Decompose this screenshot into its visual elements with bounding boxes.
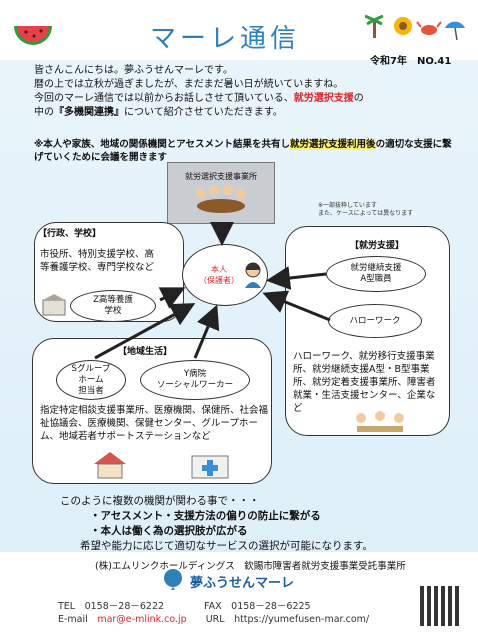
qr-code [420, 586, 460, 626]
summary-point: ・アセスメント・支援方法の偏りの防止に繋がる [90, 510, 321, 522]
local-life-list: 指定特定相談支援事業所、医療機関、保健所、社会福祉協議会、医療機関、保健センター… [40, 405, 269, 442]
summary-point: ・本人は働く為の選択肢が広がる [90, 525, 248, 537]
excerpt-note: ※一部抜粋していますまた、ケースによっては異なります [318, 202, 414, 217]
summary: このように複数の機関が関わる事で・・・ ・アセスメント・支援方法の偏りの防止に繋… [60, 494, 460, 554]
intro-text: 皆さんこんにちは。夢ふうせんマーレです。 暦の上では立秋が過ぎましたが、まだまだ… [34, 64, 454, 120]
fax-number: FAX 0158－28－6225 [204, 601, 311, 612]
local-life-tag: 【地域生活】 [118, 347, 173, 357]
brand-logo-text: 夢ふうせんマーレ [190, 576, 295, 591]
footer [0, 552, 478, 637]
meeting-people-icon [196, 185, 246, 213]
intro-line: 中の『多機関連携』について紹介させていただきます。 [34, 107, 283, 118]
meeting-notice: ※本人や家族、地域の関係機関とアセスメント結果を共有し就労選択支援利用後の適切な… [34, 139, 452, 163]
summer-icons [365, 14, 465, 40]
summary-line: 希望や能力に応じて適切なサービスの選択が可能になります。 [80, 540, 373, 552]
gov-school-list: 市役所、特別支援学校、高等養護学校、専門学校など [40, 249, 155, 273]
email-link[interactable]: mar@e-mlink.co.jp [97, 614, 187, 625]
gov-school-tag: 【行政、学校】 [38, 229, 102, 239]
office-meeting-icon [356, 411, 404, 432]
company-name: (株)エムリンクホールディングス 欽賜市障害者就労支援事業受託事業所 [95, 561, 406, 572]
issue-number: 令和7年 NO.41 [370, 56, 452, 67]
website-url[interactable]: URL https://yumefusen-mar.com/ [205, 614, 370, 625]
hospital-icon [191, 455, 229, 479]
employment-support-tag: 【就労支援】 [350, 241, 405, 251]
provider-box: 就労選択支援事業所 [167, 162, 275, 224]
employment-support-list: ハローワーク、就労移行支援事業所、就労継続支援A型・B型事業所、就労定着支援事業… [293, 351, 436, 414]
provider-label: 就労選択支援事業所 [185, 172, 257, 181]
a-type-staff-oval: 就労継続支援 A型職員 [326, 256, 426, 292]
tel-number: TEL 0158－28－6222 [58, 601, 165, 612]
watermelon-icon [14, 26, 52, 45]
s-grouphome-oval: Sグループ ホーム 担当者 [56, 360, 126, 400]
hello-work-oval: ハローワーク [328, 304, 422, 338]
balloon-logo-icon [164, 569, 182, 590]
intro-line: 皆さんこんにちは。夢ふうせんマーレです。 [34, 65, 233, 76]
intro-line: 暦の上では立秋が過ぎましたが、まだまだ暑い日が続いていますね。 [34, 79, 344, 90]
school-building-icon [42, 294, 66, 316]
z-school-oval: Z高等養護 学校 [70, 290, 156, 322]
intro-line: 今回のマーレ通信では以前からお話しさせて頂いている、就労選択支援の [34, 93, 364, 104]
summary-line: このように複数の機関が関わる事で・・・ [60, 495, 260, 507]
person-icon [245, 262, 261, 288]
home-icon [94, 452, 126, 479]
newsletter-title: マーレ通信 [150, 24, 301, 54]
y-hospital-oval: Y病院 ソーシャルワーカー [140, 360, 250, 400]
header: マーレ通信 令和7年 NO.41 [0, 0, 478, 67]
